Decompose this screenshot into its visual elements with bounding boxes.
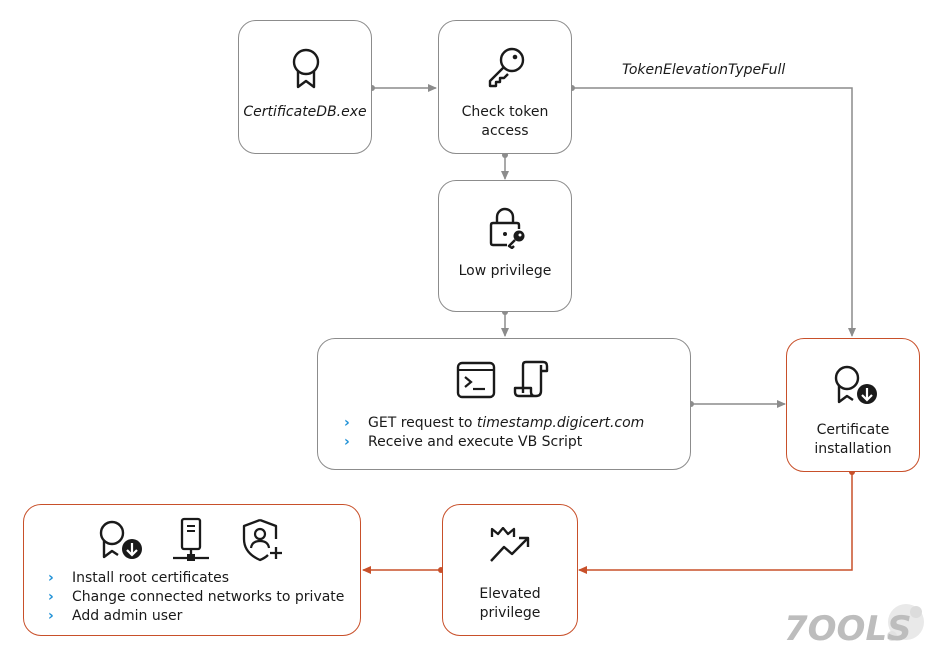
certificate-download-icon [99, 520, 142, 559]
node-label-line1: Elevated [479, 586, 541, 602]
list-item: ›Receive and execute VB Script [344, 434, 583, 450]
node-label-line1: Certificate [816, 422, 890, 438]
chevron-right-icon: › [344, 415, 350, 431]
key-icon [488, 47, 525, 88]
node-script-execution: ›GET request to timestamp.digicert.com ›… [317, 338, 691, 470]
award-ribbon-icon [292, 48, 320, 89]
shield-add-user-icon [242, 518, 282, 562]
edge-low-to-script [501, 309, 509, 337]
edge-cert-to-elevated [578, 469, 855, 574]
script-scroll-icon [513, 360, 549, 398]
chevron-right-icon: › [48, 608, 54, 624]
node-low-privilege: Low privilege [438, 180, 572, 312]
network-server-icon [173, 517, 209, 561]
node-actions: ›Install root certificates ›Change conne… [23, 504, 361, 636]
edge-check-to-cert [569, 85, 856, 337]
chevron-right-icon: › [48, 589, 54, 605]
node-certificate-installation: Certificate installation [786, 338, 920, 472]
list-item: ›GET request to timestamp.digicert.com [344, 415, 645, 431]
chevron-right-icon: › [344, 434, 350, 450]
lock-key-icon [489, 207, 525, 249]
terminal-icon [456, 361, 496, 399]
edge-script-to-cert [688, 400, 786, 408]
list-item: ›Change connected networks to private [48, 589, 345, 605]
certificate-download-icon [834, 365, 877, 404]
list-item: ›Add admin user [48, 608, 183, 624]
crown-trend-icon [490, 527, 530, 562]
node-label-line1: Check token [461, 104, 549, 120]
node-label-line2: installation [814, 441, 892, 457]
edge-label-token-full: TokenElevationTypeFull [622, 62, 786, 78]
node-label: CertificateDB.exe [243, 104, 367, 120]
list-item: ›Install root certificates [48, 570, 230, 586]
node-label-line2: access [481, 123, 529, 139]
edge-elevated-to-actions [362, 566, 444, 574]
node-elevated-privilege: Elevated privilege [442, 504, 578, 636]
svg-text:7OOLS: 7OOLS [784, 609, 912, 649]
tools-watermark-logo: 7OOLS [784, 604, 924, 649]
edge-exe-to-check [369, 84, 437, 92]
edge-check-to-low [501, 152, 509, 180]
actions-list: ›Install root certificates ›Change conne… [48, 569, 344, 626]
chevron-right-icon: › [48, 570, 54, 586]
node-label-line2: privilege [479, 605, 541, 621]
script-steps-list: ›GET request to timestamp.digicert.com ›… [344, 414, 644, 452]
node-label: Low privilege [458, 263, 552, 279]
node-certificatedb-exe: CertificateDB.exe [238, 20, 372, 154]
node-check-token-access: Check token access [438, 20, 572, 154]
